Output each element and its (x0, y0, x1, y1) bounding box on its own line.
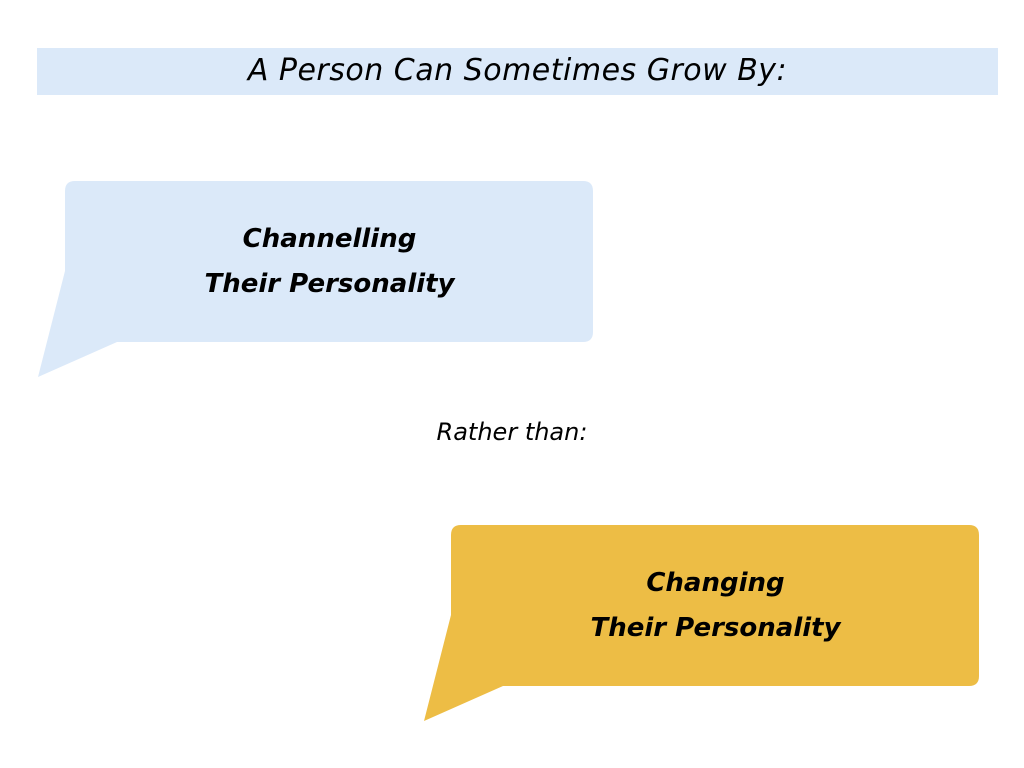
bubble-label: Changing Their Personality (452, 525, 979, 686)
bubble-line-2: Their Personality (590, 612, 841, 643)
title-banner: A Person Can Sometimes Grow By: (37, 48, 998, 95)
connector-label: Rather than: (436, 418, 588, 446)
bubble-line-1: Changing (646, 567, 785, 598)
speech-bubble-changing: Changing Their Personality (423, 525, 981, 723)
page-title: A Person Can Sometimes Grow By: (247, 52, 788, 88)
bubble-line-2: Their Personality (204, 268, 455, 299)
bubble-fill (38, 181, 593, 377)
bubble-line-1: Channelling (242, 223, 417, 254)
connector-text: Rather than: (0, 414, 1024, 450)
bubble-label: Channelling Their Personality (66, 181, 593, 342)
bubble-fill (424, 525, 979, 721)
speech-bubble-channelling: Channelling Their Personality (37, 181, 595, 379)
speech-bubble-shape (424, 525, 979, 721)
speech-bubble-shape (38, 181, 593, 377)
